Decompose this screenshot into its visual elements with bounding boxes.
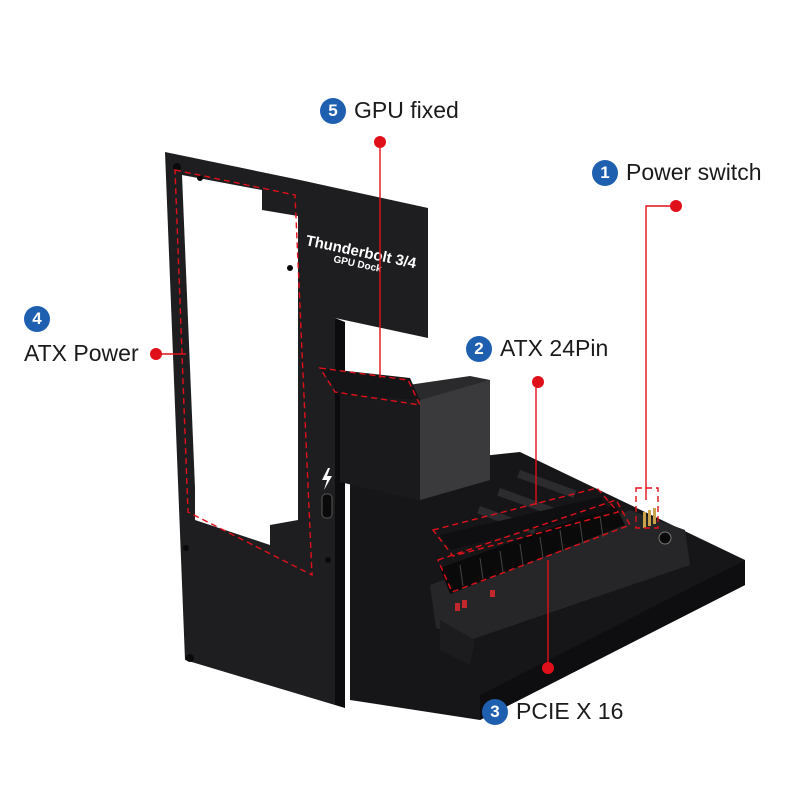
pcie-outline [437, 499, 632, 593]
thunderbolt-port [321, 468, 333, 519]
pcie-slot [440, 505, 625, 594]
callout-number: 3 [482, 698, 508, 725]
callout-atx-24pin: 2 ATX 24Pin [466, 335, 608, 362]
leader-line-1 [645, 205, 674, 500]
callout-label: PCIE X 16 [516, 698, 624, 724]
atx-24pin-outline [431, 487, 620, 557]
callout-label: ATX Power [24, 340, 139, 366]
callout-atx-power: 4 ATX Power [24, 306, 139, 367]
callout-power-switch: 1 Power switch [592, 159, 761, 186]
callout-pcie-x16: 3 PCIE X 16 [482, 698, 623, 725]
callout-number: 5 [320, 97, 346, 124]
callout-number: 1 [592, 159, 618, 186]
power-switch-header [643, 508, 656, 528]
thunderbolt-icon [322, 468, 332, 490]
callout-gpu-fixed: 5 GPU fixed [320, 97, 459, 124]
atx-power-cutout [182, 175, 298, 545]
callout-label: ATX 24Pin [500, 335, 609, 361]
callout-label: Power switch [626, 159, 762, 185]
atx-power-outline [174, 169, 313, 577]
pcb [430, 510, 690, 640]
gpu-fixed-outline [318, 367, 422, 406]
callout-number: 4 [24, 306, 50, 332]
atx-24pin-connector [440, 497, 610, 550]
callout-label: GPU fixed [354, 97, 459, 123]
callout-number: 2 [466, 335, 492, 362]
power-switch-outline [635, 487, 659, 529]
